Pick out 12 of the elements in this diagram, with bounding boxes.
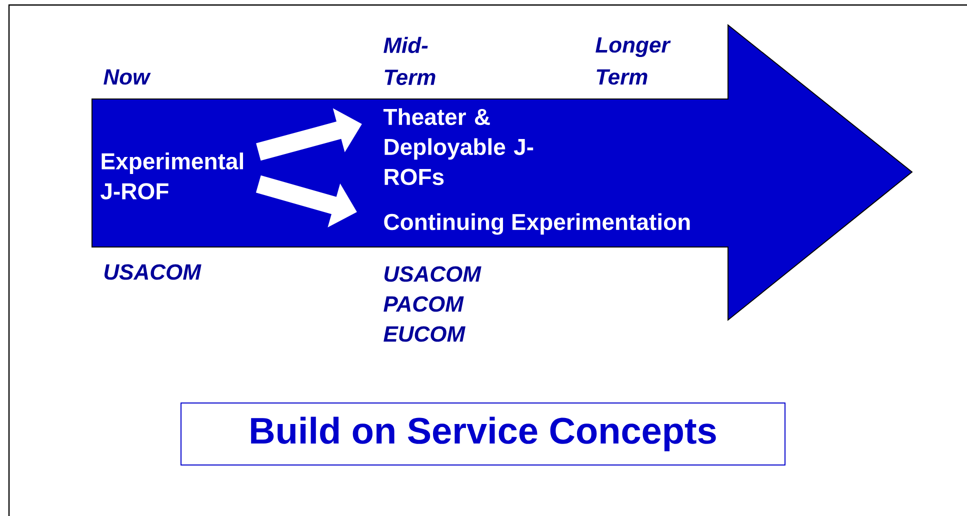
phase-text: Continuing Experimentation: [384, 213, 690, 235]
timeline-label: Longer Term: [596, 37, 671, 85]
timeline-label: USACOM: [384, 266, 482, 282]
timeline-label: Mid- Term: [384, 36, 436, 86]
timeline-label: PACOM: [384, 296, 464, 312]
phase-text: Theater & Deployable J-ROFs: [383, 108, 534, 186]
phase-text: Experimental J-ROF: [100, 152, 244, 200]
timeline-label: EUCOM: [384, 326, 466, 342]
summary-box: Build on Service Concepts: [180, 402, 786, 466]
timeline-arrow: [92, 24, 913, 322]
timeline-label: Now: [104, 69, 151, 85]
timeline-label: USACOM: [104, 264, 202, 280]
